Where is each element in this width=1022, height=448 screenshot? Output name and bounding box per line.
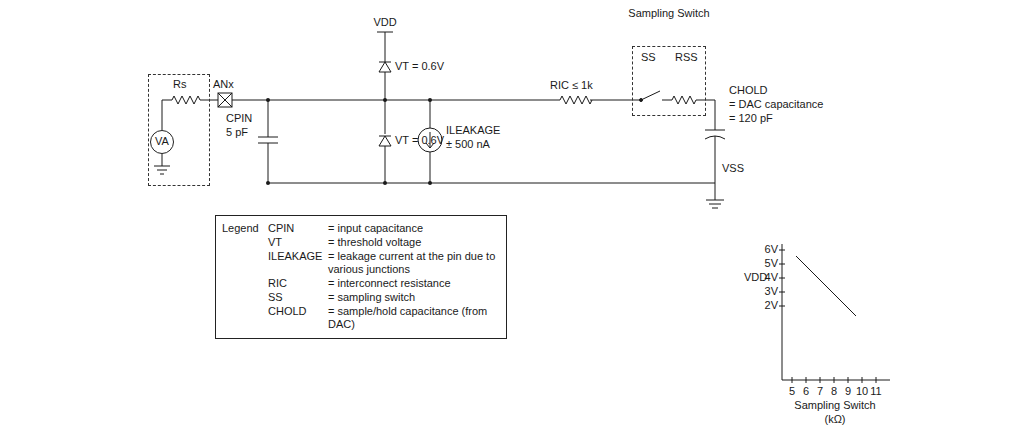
label: ANx — [213, 78, 234, 91]
ground-symbol — [154, 166, 170, 174]
source-box: RsVA — [148, 74, 210, 186]
legend-text: RIC — [268, 277, 287, 290]
label: 6V — [754, 243, 778, 256]
legend-text: ILEAKAGE — [268, 250, 322, 263]
legend-text: = sampling switch — [328, 291, 500, 304]
legend-box: Legend CPIN = input capacitanceVT = thresho… — [215, 215, 507, 339]
switch-box: Sampling SwitchSSRSS — [632, 46, 706, 116]
label: 6 — [796, 385, 816, 398]
label: 8 — [824, 385, 844, 398]
label: = 120 pF — [729, 112, 773, 125]
label: 4V — [754, 271, 778, 284]
graph-line — [796, 256, 856, 316]
legend-text: = interconnect resistance — [328, 277, 500, 290]
label: 5 pF — [226, 126, 248, 139]
label: Sampling Switch — [775, 399, 895, 412]
pin-symbol — [218, 93, 232, 107]
label: 9 — [838, 385, 858, 398]
ground-symbol — [706, 200, 724, 208]
label: 3V — [754, 285, 778, 298]
legend-text: CHOLD — [268, 305, 307, 318]
graph-axis — [779, 244, 890, 383]
legend-text: = sample/hold capacitance (from DAC) — [328, 305, 500, 331]
diode-symbol — [379, 136, 391, 146]
text-label: Sampling Switch — [621, 7, 717, 20]
resistor-symbol — [560, 96, 592, 104]
legend-text: VT — [268, 236, 282, 249]
wire — [268, 183, 715, 184]
legend-text: CPIN — [268, 222, 294, 235]
label: = DAC capacitance — [729, 98, 823, 111]
label: CHOLD — [729, 84, 768, 97]
text-label: SS — [641, 51, 656, 64]
label: ILEAKAGE — [446, 124, 500, 137]
diode-symbol — [379, 62, 391, 72]
switch-symbol — [641, 91, 672, 100]
label: VDD — [744, 271, 767, 284]
resistor-symbol — [672, 96, 715, 130]
label: 11 — [866, 385, 886, 398]
label: CPIN — [226, 112, 252, 125]
legend-text: = leakage current at the pin due to vari… — [328, 250, 500, 276]
legend-text: = input capacitance — [328, 222, 500, 235]
label: 2V — [754, 299, 778, 312]
label: 5 — [782, 385, 802, 398]
label: VSS — [722, 162, 744, 175]
legend-title: Legend — [222, 222, 259, 235]
label: (kΩ) — [775, 413, 895, 426]
resistor-symbol — [172, 96, 200, 104]
voltage-source: VA — [150, 130, 174, 154]
wire — [232, 100, 640, 101]
legend-text: = threshold voltage — [328, 236, 500, 249]
label: 5V — [754, 257, 778, 270]
label: RIC ≤ 1k — [550, 79, 593, 92]
label: ± 500 nA — [446, 138, 490, 151]
label: VT = 0.6V — [395, 60, 444, 73]
label: 7 — [810, 385, 830, 398]
pin-symbol — [218, 93, 232, 107]
label: VT = 0.6V — [395, 134, 444, 147]
label: 10 — [852, 385, 872, 398]
text-label: VA — [150, 135, 174, 148]
capacitor-symbol — [258, 100, 278, 183]
text-label: Rs — [173, 78, 186, 91]
wire — [377, 32, 393, 183]
legend-text: SS — [268, 291, 283, 304]
text-label: RSS — [675, 51, 698, 64]
label: VDD — [360, 16, 410, 29]
